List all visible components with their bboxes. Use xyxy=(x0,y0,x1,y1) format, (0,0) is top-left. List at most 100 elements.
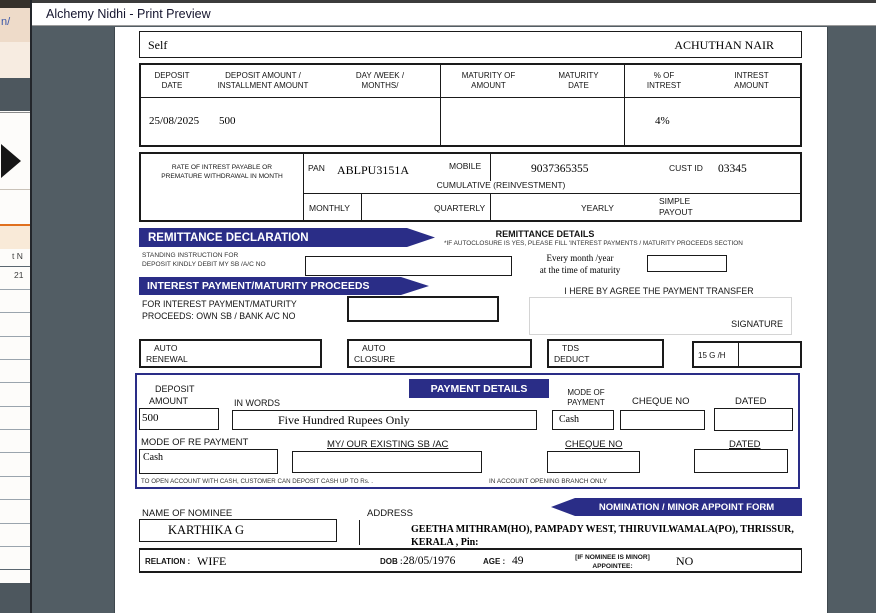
mode-of-payment-label: MODE OF PAYMENT xyxy=(567,388,605,407)
relationship-value: Self xyxy=(148,38,168,52)
chevron-right-icon xyxy=(1,144,21,178)
mode-re-payment-label: MODE OF RE PAYMENT xyxy=(141,437,249,448)
col-header-deposit-amount: DEPOSIT AMOUNT / INSTALLMENT AMOUNT xyxy=(217,71,309,90)
table-header-rule xyxy=(141,97,800,98)
age-value: 49 xyxy=(512,555,524,567)
auto-closure-box: AUTO CLOSURE xyxy=(347,339,532,368)
cheque-no-2-field xyxy=(547,451,640,473)
cheque-no-2-label: CHEQUE NO xyxy=(565,439,623,450)
payment-footnote-2: IN ACCOUNT OPENING BRANCH ONLY xyxy=(489,478,608,485)
col-header-maturity-amount: MATURITY OF AMOUNT xyxy=(461,71,516,90)
bg-table-line xyxy=(0,406,30,407)
dated-2-field xyxy=(694,449,788,473)
existing-sb-label: MY/ OUR EXISTING SB /AC xyxy=(327,439,449,450)
standing-instruction-label: STANDING INSTRUCTION FOR DEPOSIT KINDLY … xyxy=(142,252,266,268)
for-interest-label: FOR INTEREST PAYMENT/MATURITY PROCEEDS: … xyxy=(142,299,297,321)
in-words-text: Five Hundred Rupees Only xyxy=(278,413,410,427)
nominee-name-label: NAME OF NOMINEE xyxy=(142,508,233,519)
address-label: ADDRESS xyxy=(367,508,413,519)
bg-cell-a: t N xyxy=(12,251,23,261)
custid-label: CUST ID xyxy=(669,163,703,173)
bg-table-line xyxy=(0,452,30,453)
nominee-address-text: GEETHA MITHRAM(HO), PAMPADY WEST, THIRUV… xyxy=(411,524,794,548)
existing-sb-field xyxy=(292,451,482,473)
pan-label: PAN xyxy=(308,163,325,173)
bg-table-line xyxy=(0,312,30,313)
payment-details-banner: PAYMENT DETAILS xyxy=(409,379,549,398)
print-page: Self ACHUTHAN NAIR DEPOSIT DATE DEPOSIT … xyxy=(115,27,827,613)
interest-proceeds-banner: INTEREST PAYMENT/MATURITY PROCEEDS xyxy=(139,277,429,295)
relation-value: WIFE xyxy=(197,554,227,568)
bg-table-line xyxy=(0,546,30,547)
remittance-declaration-banner: REMITTANCE DECLARATION xyxy=(139,228,435,247)
bg-cell-b: 21 xyxy=(14,270,24,280)
payment-details-label: PAYMENT DETAILS xyxy=(430,382,528,395)
col-header-interest-amount: INTREST AMOUNT xyxy=(734,71,769,90)
appointee-value: NO xyxy=(676,554,694,568)
mode-of-payment-field: Cash xyxy=(552,410,614,430)
remittance-declaration-label: REMITTANCE DECLARATION xyxy=(148,231,309,244)
cheque-no-field xyxy=(620,410,705,430)
bg-table-line xyxy=(0,336,30,337)
tds-deduct-box: TDS DEDUCT xyxy=(547,339,664,368)
payout-monthly: MONTHLY xyxy=(309,203,350,213)
deposit-table: DEPOSIT DATE DEPOSIT AMOUNT / INSTALLMEN… xyxy=(139,63,802,147)
cumulative-label: CUMULATIVE (REINVESTMENT) xyxy=(436,180,566,190)
interest-pct-value: 4% xyxy=(655,115,670,127)
cheque-no-label: CHEQUE NO xyxy=(632,396,690,407)
minor-appointee-label: [IF NOMINEE IS MINOR] APPOINTEE: xyxy=(575,554,650,570)
table-divider-2 xyxy=(624,65,625,145)
mobile-divider xyxy=(490,154,491,181)
auto-renewal-box: AUTO RENEWAL xyxy=(139,339,322,368)
bg-rule-2 xyxy=(0,189,30,190)
dob-label: DOB : xyxy=(380,557,403,566)
bg-table-line xyxy=(0,499,30,500)
pan-value: ABLPU3151A xyxy=(337,163,410,177)
nominee-name-text: KARTHIKA G xyxy=(168,523,244,537)
bg-slate-bottom xyxy=(0,583,30,613)
col-header-interest-pct: % OF INTREST xyxy=(646,71,682,90)
payment-footnote-1: TO OPEN ACCOUNT WITH CASH, CUSTOMER CAN … xyxy=(141,478,373,485)
mode-re-payment-text: Cash xyxy=(143,452,163,463)
rate-note: RATE OF INTREST PAYABLE OR PREMATURE WIT… xyxy=(161,164,283,180)
payout-quarterly: QUARTERLY xyxy=(434,203,486,213)
relation-box: RELATION : WIFE DOB : 28/05/1976 AGE : 4… xyxy=(139,548,802,573)
remittance-note: *IF AUTOCLOSURE IS YES, PLEASE FILL 'INT… xyxy=(444,240,743,247)
auto-renewal-label: AUTO RENEWAL xyxy=(146,343,188,364)
nominee-name-field: KARTHIKA G xyxy=(139,519,337,542)
bg-table-line xyxy=(0,382,30,383)
bg-table-line xyxy=(0,266,30,267)
payout-simple: SIMPLE PAYOUT xyxy=(659,196,693,217)
bg-peach-band xyxy=(0,8,30,42)
interest-proceeds-label: INTEREST PAYMENT/MATURITY PROCEEDS xyxy=(147,280,370,292)
bg-dark-top xyxy=(0,0,30,8)
dated-field xyxy=(714,408,793,431)
nomination-banner: NOMINATION / MINOR APPOINT FORM xyxy=(551,498,802,516)
signature-label: SIGNATURE xyxy=(731,319,783,329)
col-header-deposit-date: DEPOSIT DATE xyxy=(154,71,190,90)
agree-payment-text: I HERE BY AGREE THE PAYMENT TRANSFER xyxy=(564,286,754,296)
print-preview-window: Alchemy Nidhi - Print Preview Self ACHUT… xyxy=(30,0,876,613)
deposit-amount-field: 500 xyxy=(139,408,219,430)
address-divider xyxy=(359,520,360,545)
custid-value: 03345 xyxy=(718,163,747,175)
bg-table-line xyxy=(0,523,30,524)
every-month-label: Every month /year at the time of maturit… xyxy=(539,253,621,275)
bg-url-text: n/ xyxy=(1,16,11,28)
window-titlebar[interactable]: Alchemy Nidhi - Print Preview xyxy=(32,0,876,26)
payout-yearly: YEARLY xyxy=(581,203,614,213)
in-words-label: IN WORDS xyxy=(234,398,280,408)
in-words-field: Five Hundred Rupees Only xyxy=(232,410,537,430)
form15gh-label: 15 G /H xyxy=(698,351,726,360)
col-header-maturity-date: MATURITY DATE xyxy=(558,71,599,90)
dated-label: DATED xyxy=(735,396,767,407)
background-window-fragment: n/ t N 21 xyxy=(0,0,30,613)
remittance-details-title: REMITTANCE DETAILS xyxy=(495,229,595,239)
mobile-value: 9037365355 xyxy=(531,163,589,175)
relation-label: RELATION : xyxy=(145,557,191,566)
applicant-box: Self ACHUTHAN NAIR xyxy=(139,31,802,58)
deposit-amount-value: 500 xyxy=(219,115,236,127)
deposit-amount-text: 500 xyxy=(142,412,159,424)
signature-box: SIGNATURE xyxy=(529,297,792,335)
